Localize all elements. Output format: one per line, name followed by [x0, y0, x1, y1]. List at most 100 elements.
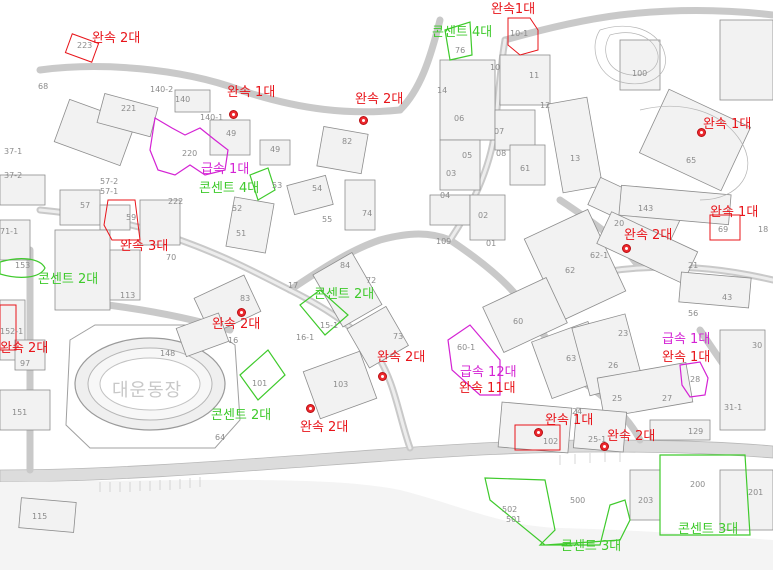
charger-pin[interactable]: [534, 428, 543, 437]
building-number: 30: [752, 341, 763, 350]
building-number: 500: [570, 496, 586, 505]
charger-label[interactable]: 콘센트 2대: [314, 287, 375, 302]
building-number: 140-1: [200, 113, 224, 122]
charger-pin[interactable]: [306, 404, 315, 413]
building-number: 69: [718, 225, 729, 234]
building-number: 08: [496, 149, 507, 158]
building-number: 37-2: [4, 171, 23, 180]
building-number: 07: [494, 127, 505, 136]
building-number: 68: [38, 82, 49, 91]
building-number: 53: [272, 181, 283, 190]
building-number: 152-1: [0, 327, 24, 336]
charger-label[interactable]: 완속 2대: [377, 350, 426, 365]
building-number: 71-1: [0, 227, 19, 236]
building-number: 61: [520, 164, 531, 173]
building-number: 16-1: [296, 333, 315, 342]
building-number: 151: [12, 408, 28, 417]
building-number: 148: [160, 349, 176, 358]
building-number: 129: [688, 427, 704, 436]
building-number: 49: [226, 129, 237, 138]
charger-label[interactable]: 완속 1대: [710, 205, 759, 220]
building-number: 65: [686, 156, 697, 165]
building-number: 221: [121, 104, 137, 113]
building-number: 201: [748, 488, 764, 497]
charger-pin[interactable]: [378, 372, 387, 381]
building-number: 13: [570, 154, 581, 163]
charger-label[interactable]: 급속 1대: [662, 332, 711, 347]
building-number: 70: [166, 253, 177, 262]
building-number: 27: [662, 394, 673, 403]
charger-label[interactable]: 완속 2대: [92, 31, 141, 46]
charger-label[interactable]: 급속 1대: [201, 162, 250, 177]
building-number: 103: [333, 380, 349, 389]
building-number: 64: [215, 433, 226, 442]
charger-pin[interactable]: [359, 116, 368, 125]
charger-label[interactable]: 완속 2대: [355, 92, 404, 107]
charger-pin[interactable]: [229, 110, 238, 119]
building-number: 100: [632, 69, 648, 78]
charger-pin[interactable]: [600, 442, 609, 451]
building-number: 220: [182, 149, 198, 158]
charger-label[interactable]: 완속 1대: [703, 117, 752, 132]
building-number: 84: [340, 261, 351, 270]
building-number: 20: [614, 219, 625, 228]
charger-label[interactable]: 완속 2대: [607, 429, 656, 444]
building-number: 15-1: [320, 321, 339, 330]
building-number: 12: [540, 101, 551, 110]
building-number: 76: [455, 46, 466, 55]
building-number: 52: [232, 204, 243, 213]
charger-label[interactable]: 콘센트 4대: [199, 181, 260, 196]
charger-label[interactable]: 완속 2대: [212, 317, 261, 332]
building-number: 222: [168, 197, 184, 206]
charger-label[interactable]: 콘센트 2대: [38, 272, 99, 287]
building-number: 26: [608, 361, 619, 370]
charger-pin[interactable]: [622, 244, 631, 253]
building-number: 54: [312, 184, 323, 193]
building-number: 82: [342, 137, 353, 146]
charger-label[interactable]: 완속 2대: [624, 228, 673, 243]
building-number: 200: [690, 480, 706, 489]
charger-label[interactable]: 콘센트 4대: [432, 25, 493, 40]
building-number: 28: [690, 375, 701, 384]
building-number: 49: [270, 145, 281, 154]
charger-label[interactable]: 완속 1대: [662, 350, 711, 365]
building-number: 501: [506, 515, 522, 524]
building-number: 113: [120, 291, 136, 300]
building-number: 04: [440, 191, 451, 200]
building-number: 05: [462, 151, 473, 160]
charger-label[interactable]: 완속 2대: [300, 420, 349, 435]
building-number: 109: [436, 237, 452, 246]
building-number: 57-2: [100, 177, 119, 186]
charger-label[interactable]: 콘센트 3대: [561, 539, 622, 554]
building-number: 83: [240, 294, 251, 303]
stadium-label: 대운동장: [112, 380, 183, 401]
building-number: 06: [454, 114, 465, 123]
charger-label[interactable]: 완속 3대: [120, 239, 169, 254]
building-number: 223: [77, 41, 93, 50]
charger-label[interactable]: 완속 2대: [0, 341, 49, 356]
charger-label[interactable]: 완속 1대: [227, 85, 276, 100]
building-number: 140: [175, 95, 191, 104]
building-number: 16: [228, 336, 239, 345]
charger-label[interactable]: 급속 12대: [460, 365, 517, 380]
charger-pin[interactable]: [697, 128, 706, 137]
building-number: 101: [252, 379, 268, 388]
building-number: 97: [20, 359, 31, 368]
charger-label[interactable]: 완속 11대: [459, 381, 516, 396]
charger-label[interactable]: 완속 1대: [545, 413, 594, 428]
building-number: 31-1: [724, 403, 743, 412]
charger-label[interactable]: 완속1대: [491, 2, 536, 17]
charger-pin[interactable]: [237, 308, 246, 317]
building-number: 10-1: [510, 29, 529, 38]
charger-label[interactable]: 콘센트 2대: [211, 408, 272, 423]
building-number: 203: [638, 496, 654, 505]
building-number: 43: [722, 293, 733, 302]
charger-label[interactable]: 콘센트 3대: [678, 522, 739, 537]
building-number: 25: [612, 394, 623, 403]
building-number: 62-1: [590, 251, 609, 260]
building-number: 03: [446, 169, 457, 178]
building-number: 74: [362, 209, 373, 218]
building-number: 37-1: [4, 147, 23, 156]
